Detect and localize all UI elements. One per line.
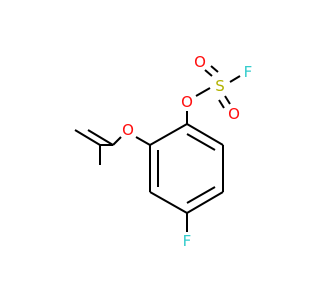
atom-o-sulfonyl-top: O bbox=[194, 53, 206, 71]
bond-ch3-left bbox=[74, 129, 101, 146]
bond-s-o-bottom-b bbox=[218, 99, 225, 109]
atom-o-ester: O bbox=[181, 93, 193, 111]
bond-ring-c1-c2 bbox=[149, 123, 188, 146]
bond-s-o-bottom-a bbox=[224, 95, 231, 105]
bond-ring-c4-c5 bbox=[186, 191, 224, 214]
atom-f-sulfonyl: F bbox=[244, 63, 253, 81]
bond-c2-o-ether bbox=[135, 136, 151, 146]
bond-ring-c6-c1 bbox=[186, 123, 224, 146]
atom-o-ether: O bbox=[122, 121, 134, 139]
bond-ring-c4-c5-inner bbox=[186, 186, 216, 204]
bond-ch-ch3-up bbox=[87, 129, 114, 146]
bond-o-ether-ch bbox=[112, 136, 122, 146]
bond-o-ester-s bbox=[195, 87, 211, 97]
bond-s-o-top-a bbox=[204, 69, 213, 77]
atom-labels: F O S O O O F bbox=[122, 53, 252, 250]
bond-s-o-top-b bbox=[210, 65, 219, 73]
bond-ring-c6-c1-inner bbox=[186, 133, 216, 151]
molecule-structure: F O S O O O F bbox=[74, 53, 253, 250]
atom-o-sulfonyl-bottom: O bbox=[228, 105, 240, 123]
bond-ring-c3-c4 bbox=[149, 191, 188, 214]
bond-s-f bbox=[229, 75, 241, 83]
atom-f-ring: F bbox=[183, 232, 192, 250]
atom-s: S bbox=[215, 77, 225, 95]
bonds bbox=[74, 65, 241, 232]
